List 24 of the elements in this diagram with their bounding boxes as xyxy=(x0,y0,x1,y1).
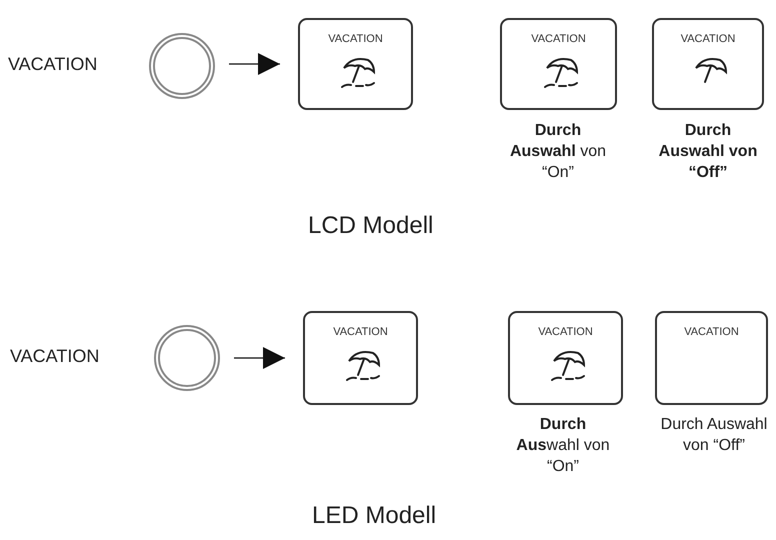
display-panel xyxy=(298,18,413,110)
button-label: VACATION xyxy=(8,54,98,75)
display-panel xyxy=(508,311,623,405)
display-label: VACATION xyxy=(327,33,384,45)
display-panel xyxy=(500,18,617,110)
display-panel xyxy=(655,311,768,405)
node-label: Durch Auswahl von “On” xyxy=(515,415,611,477)
display-label: VACATION xyxy=(537,326,594,338)
display-panel xyxy=(303,311,418,405)
display-label: VACATION xyxy=(530,33,587,45)
model-title: LED Modell xyxy=(312,502,436,530)
model-title: LCD Modell xyxy=(308,212,434,240)
round-button xyxy=(154,325,220,391)
display-panel xyxy=(652,18,764,110)
display-label: VACATION xyxy=(332,326,389,338)
node-label: Durch Auswahl von “On” xyxy=(508,121,608,183)
arrow xyxy=(234,347,285,369)
arrow xyxy=(229,53,280,75)
display-label: VACATION xyxy=(683,326,740,338)
display-label: VACATION xyxy=(680,33,736,45)
button-label: VACATION xyxy=(10,346,100,367)
node-label: Durch Auswahl von “Off” xyxy=(660,415,768,456)
round-button xyxy=(149,33,215,99)
node-label: Durch Auswahl von “Off” xyxy=(658,121,758,183)
